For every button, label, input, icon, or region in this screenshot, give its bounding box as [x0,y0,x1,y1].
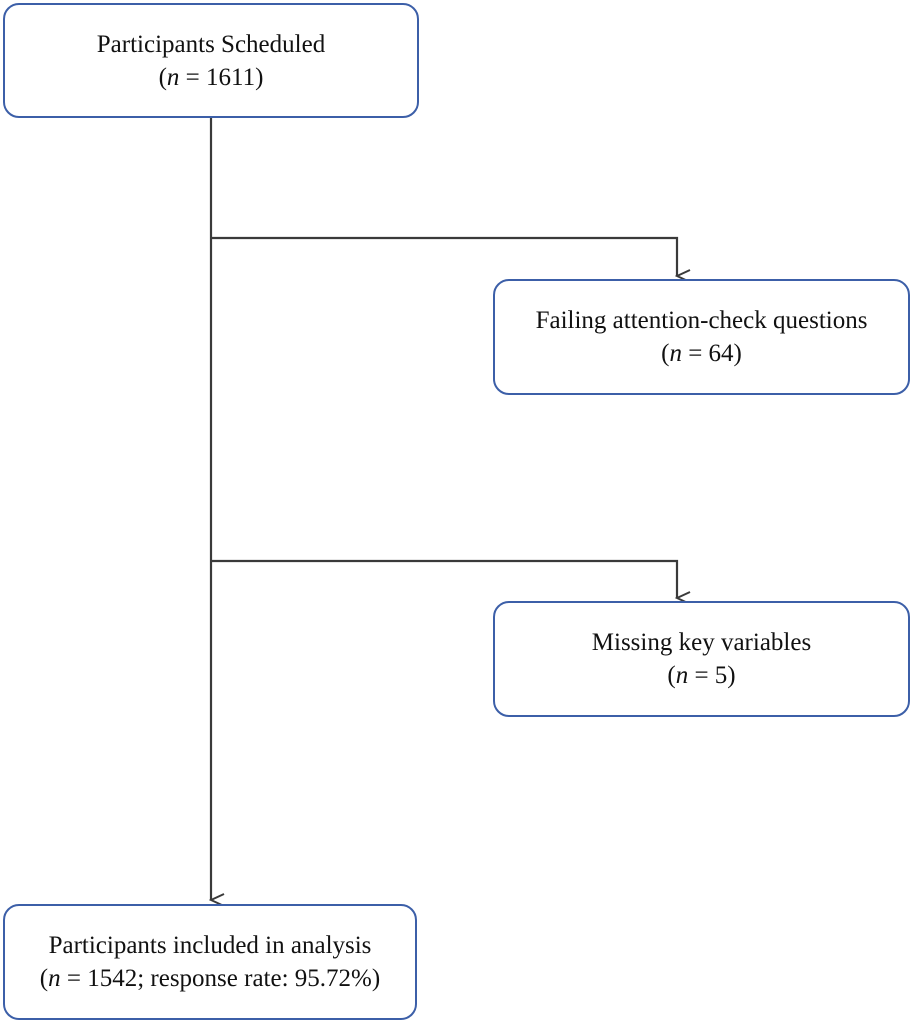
missing-key-variables-box: Missing key variables (n = 5) [493,601,910,717]
failing-attention-check-box: Failing attention-check questions (n = 6… [493,279,910,395]
missing-key-variables-count: (n = 5) [667,662,736,689]
branch-attention-line [211,236,677,276]
missing-key-variables-title: Missing key variables [591,629,812,656]
failing-attention-check-count: (n = 64) [661,340,742,367]
branch-missing-line [211,559,677,598]
participants-scheduled-count: (n = 1611) [158,63,264,91]
participants-included-box: Participants included in analysis (n = 1… [3,904,417,1020]
participants-included-count: (n = 1542; response rate: 95.72%) [39,965,381,992]
participants-scheduled-title: Participants Scheduled [96,30,326,58]
participants-included-title: Participants included in analysis [48,932,372,959]
participants-scheduled-box: Participants Scheduled (n = 1611) [3,3,419,118]
failing-attention-check-title: Failing attention-check questions [535,307,868,334]
